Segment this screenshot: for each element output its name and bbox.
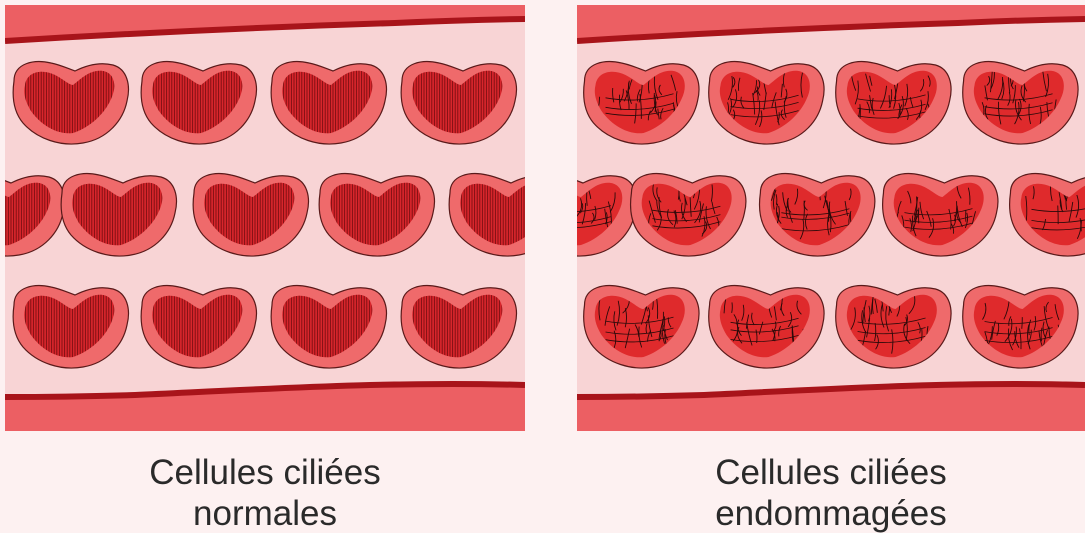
- caption-damaged-line1: Cellules ciliées: [577, 452, 1085, 493]
- caption-normal-line2: normales: [5, 493, 525, 533]
- damaged-cilium: [804, 201, 805, 219]
- damaged-cells-illustration: [577, 5, 1085, 431]
- caption-damaged-cells: Cellules ciliées endommagées: [577, 452, 1085, 533]
- caption-normal-cells: Cellules ciliées normales: [5, 452, 525, 533]
- normal-cells-illustration: [5, 5, 525, 431]
- damaged-cells-svg: [577, 5, 1085, 431]
- caption-normal-line1: Cellules ciliées: [5, 452, 525, 493]
- normal-cells-svg: [5, 5, 525, 431]
- caption-damaged-line2: endommagées: [577, 493, 1085, 533]
